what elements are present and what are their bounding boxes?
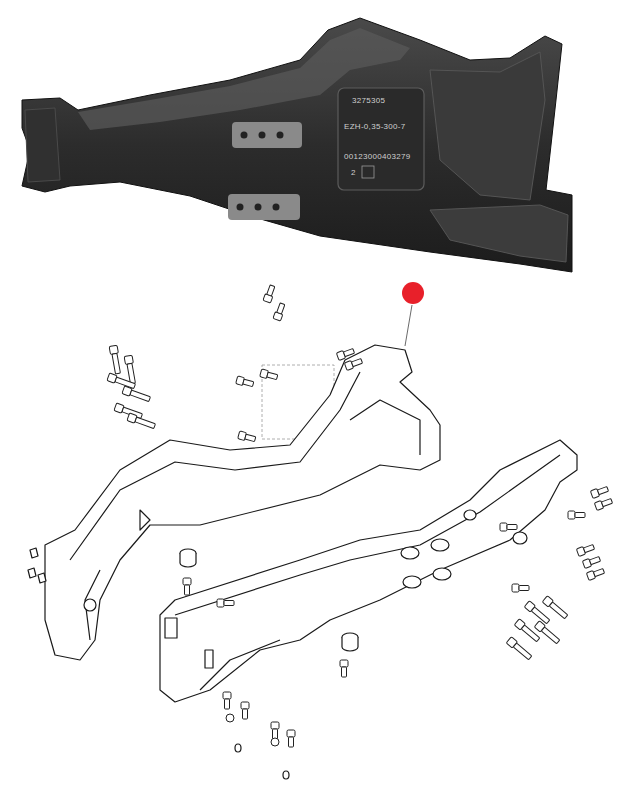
leader-line (405, 305, 412, 346)
exploded-view (28, 345, 577, 779)
casting-marking: 3275305 (352, 96, 385, 106)
callout-dot (402, 282, 424, 304)
fasteners (107, 284, 613, 747)
casting-marking: 00123000403279 (344, 152, 411, 162)
casting-marking: EZH-0,35-300-7 (344, 122, 406, 132)
casting-marking: 2 (351, 168, 356, 178)
casting-photo (22, 18, 572, 272)
